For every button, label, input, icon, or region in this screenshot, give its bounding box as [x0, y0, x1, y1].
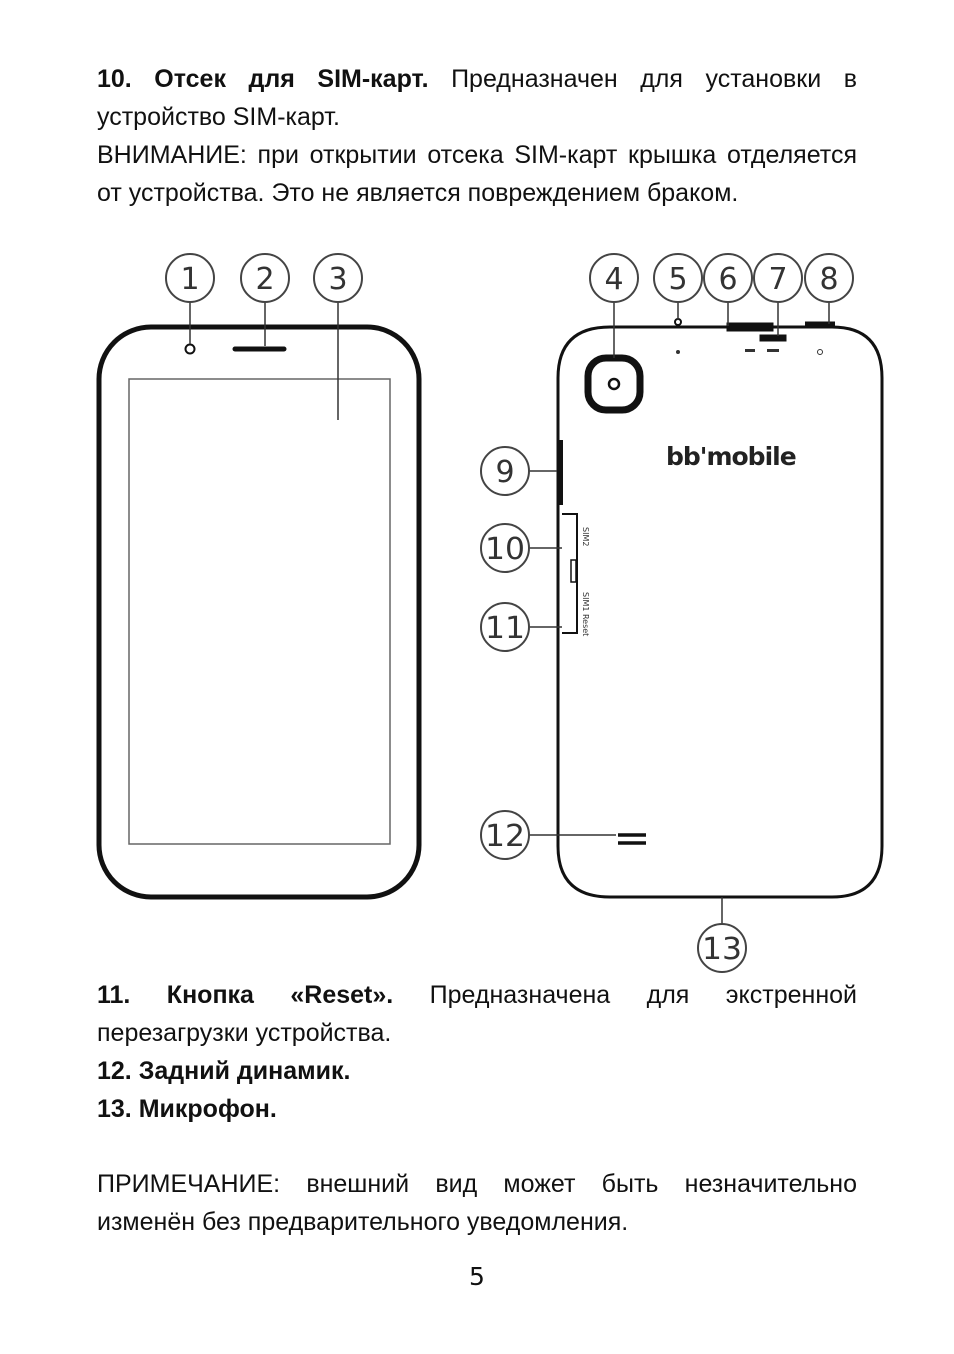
- callout-circle-6: [703, 253, 753, 303]
- callout-3: 3: [328, 262, 347, 297]
- sim1-reset-label: SIM1 Reset: [581, 592, 590, 636]
- rear-speaker-item: 12. Задний динамик.: [97, 1057, 351, 1085]
- callout-circle-12: [480, 810, 530, 860]
- back-body: [556, 325, 884, 899]
- callout-circle-1: [165, 253, 215, 303]
- sim-cover: [562, 513, 578, 634]
- page-number: 5: [469, 1262, 485, 1291]
- back-view: [529, 302, 884, 924]
- callout-13: 13: [702, 932, 742, 967]
- callout-1: 1: [180, 262, 199, 297]
- sim-slot-heading: 10. Отсек для SIM-карт.: [97, 65, 429, 93]
- callout-circle-2: [240, 253, 290, 303]
- paragraph-reset: 11. Кнопка «Reset». Предназначена для эк…: [97, 976, 857, 1052]
- brand-logo: bb'mobile: [666, 442, 796, 471]
- callout-circle-8: [804, 253, 854, 303]
- callout-circle-13: [697, 923, 747, 973]
- rear-camera-icon: [584, 354, 644, 414]
- callout-5: 5: [668, 262, 687, 297]
- note-paragraph: ПРИМЕЧАНИЕ: внешний вид может быть незна…: [97, 1170, 857, 1236]
- callout-4: 4: [604, 262, 623, 297]
- front-view: [96, 302, 422, 900]
- reset-heading: 11. Кнопка «Reset».: [97, 981, 394, 1009]
- front-body: [96, 324, 422, 900]
- device-diagram: bb'mobile SIM2 SIM1 Reset 1 2 3 4 5 6 7 …: [96, 253, 884, 973]
- front-screen: [128, 378, 391, 845]
- callout-2: 2: [255, 262, 274, 297]
- callout-10: 10: [485, 532, 525, 567]
- callout-11: 11: [485, 611, 525, 646]
- callout-6: 6: [718, 262, 737, 297]
- usb-port: [726, 322, 774, 332]
- microphone-item: 13. Микрофон.: [97, 1095, 277, 1123]
- sim-slot-text: Предназначен для установки в устройство …: [97, 65, 857, 131]
- sim2-label: SIM2: [581, 527, 590, 546]
- front-camera-icon: [184, 343, 196, 355]
- callout-circle-10: [480, 523, 530, 573]
- callout-circle-11: [480, 602, 530, 652]
- callout-circle-5: [653, 253, 703, 303]
- paragraph-sim-slot: 10. Отсек для SIM-карт. Предназначен для…: [97, 60, 857, 136]
- callout-circle-4: [589, 253, 639, 303]
- callout-9: 9: [495, 455, 514, 490]
- callout-12: 12: [485, 819, 525, 854]
- callout-circle-7: [753, 253, 803, 303]
- callout-7: 7: [768, 262, 787, 297]
- headphone-jack: [759, 334, 787, 342]
- port-symbols: [676, 349, 823, 355]
- reset-text: Предназначена для экстренной перезагрузк…: [97, 981, 857, 1047]
- callout-8: 8: [819, 262, 838, 297]
- warning-paragraph: ВНИМАНИЕ: при открытии отсека SIM-карт к…: [97, 141, 857, 207]
- callout-circle-9: [480, 446, 530, 496]
- callout-circle-3: [313, 253, 363, 303]
